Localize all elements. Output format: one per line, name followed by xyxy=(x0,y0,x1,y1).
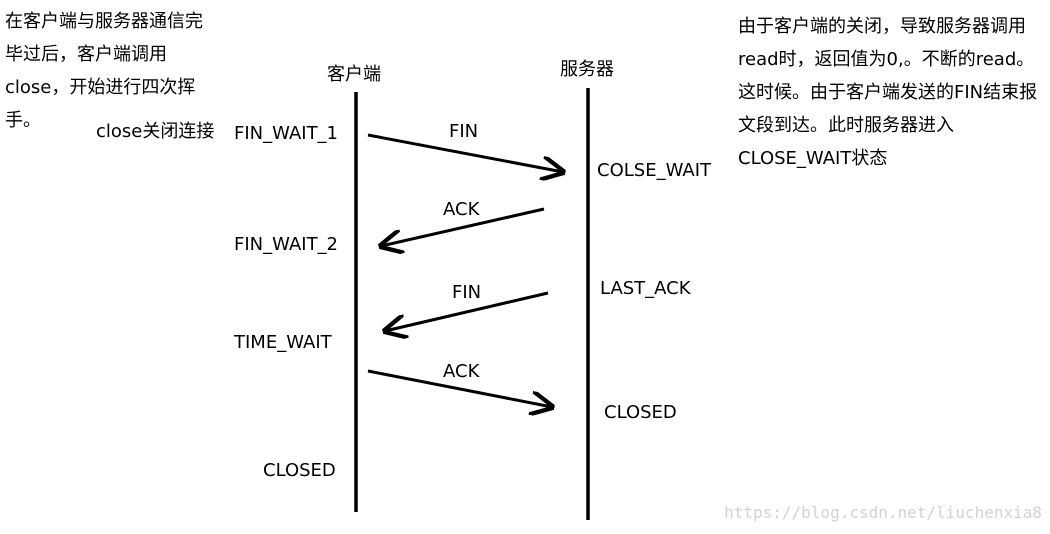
fin-arrow-server-to-client xyxy=(385,291,549,331)
state-last-ack: LAST_ACK xyxy=(600,278,691,299)
right-annotation: 由于客户端的关闭，导致服务器调用read时，返回值为0,。不断的read。这时候… xyxy=(738,16,1038,169)
state-fin-wait-1: FIN_WAIT_1 xyxy=(234,123,339,144)
message-fin-2: FIN xyxy=(452,282,482,303)
state-client-closed: CLOSED xyxy=(263,460,336,481)
fin-arrow-client-to-server xyxy=(367,133,563,172)
server-label: 服务器 xyxy=(560,59,614,80)
ack-arrow-server-to-client xyxy=(381,207,545,246)
state-fin-wait-2: FIN_WAIT_2 xyxy=(234,234,339,255)
ack-arrow-client-to-server xyxy=(367,369,552,407)
watermark: https://blog.csdn.net/liuchenxia8 xyxy=(724,503,1042,522)
message-ack-1: ACK xyxy=(443,199,480,220)
message-ack-2: ACK xyxy=(443,361,480,382)
state-time-wait: TIME_WAIT xyxy=(234,332,332,353)
state-server-closed: CLOSED xyxy=(604,402,677,423)
client-label: 客户端 xyxy=(327,64,381,85)
close-action-label: close关闭连接 xyxy=(96,121,215,142)
message-fin-1: FIN xyxy=(449,121,479,142)
state-close-wait: COLSE_WAIT xyxy=(597,160,711,181)
left-annotation: 在客户端与服务器通信完毕过后，客户端调用close，开始进行四次挥手。 xyxy=(5,11,203,131)
